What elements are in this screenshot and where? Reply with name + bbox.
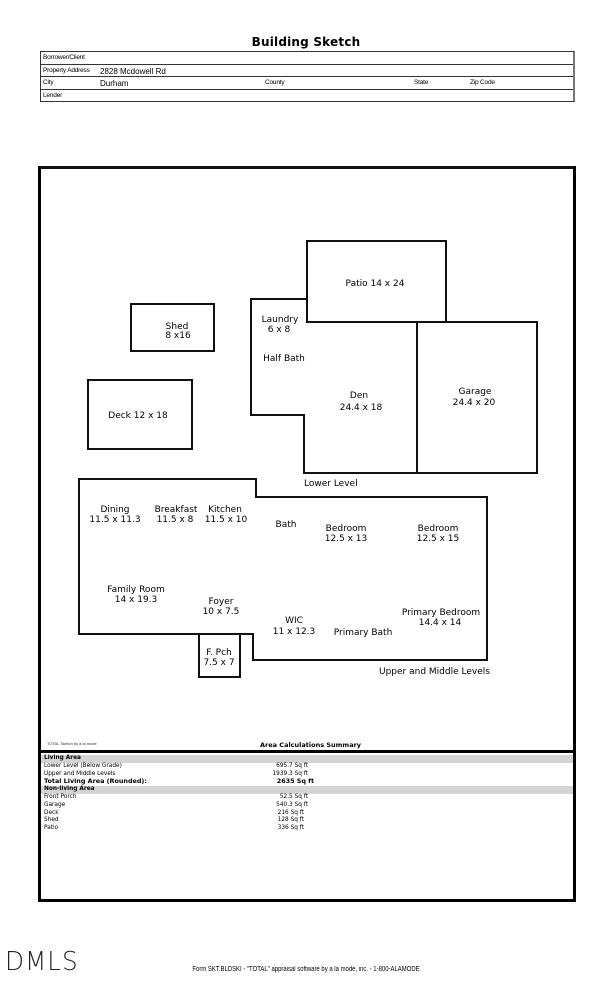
primary-bath-label: Primary Bath: [334, 628, 393, 638]
living-area-header: Living Area: [41, 755, 573, 763]
primary-bedroom-dim: 14.4 x 14: [419, 618, 462, 628]
family-room-name: Family Room: [107, 585, 164, 595]
area-row: Lower Level (Below Grade) 695.7 Sq ft: [44, 762, 308, 769]
page-title: Building Sketch: [251, 35, 361, 49]
sketch-frame: [38, 166, 576, 902]
kitchen-name: Kitchen: [208, 505, 242, 515]
dining-dim: 11.5 x 11.3: [89, 515, 140, 525]
address-row: Property Address 2828 Mcdowell Rd: [41, 65, 573, 77]
dining-name: Dining: [100, 505, 129, 515]
kitchen-dim: 11.5 x 10: [205, 515, 248, 525]
bedroom2-dim: 12.5 x 15: [417, 534, 460, 544]
area-summary-title: Area Calculations Summary: [260, 741, 362, 749]
family-room-dim: 14 x 19.3: [115, 595, 158, 605]
area-row: Shed 128 Sq ft: [44, 817, 304, 824]
borrower-label: Borrower/Client: [43, 54, 85, 61]
city-row: City Durham County State Zip Code: [41, 77, 573, 90]
breakfast-name: Breakfast: [155, 505, 198, 515]
borrower-row: Borrower/Client: [41, 52, 573, 65]
address-label: Property Address: [43, 66, 90, 74]
city-value: Durham: [100, 79, 129, 88]
garage-dim: 24.4 x 20: [453, 398, 496, 408]
foyer-name: Foyer: [209, 597, 234, 607]
area-row: Garage 540.3 Sq ft: [44, 801, 308, 808]
laundry-dim: 6 x 8: [268, 325, 291, 335]
area-divider: [38, 750, 576, 753]
shed-dim: 8 x16: [165, 331, 191, 341]
garage-name: Garage: [459, 387, 492, 397]
bath-label: Bath: [276, 520, 297, 530]
nonliving-area-header: Non-living Area: [41, 786, 573, 794]
bedroom2-name: Bedroom: [418, 524, 459, 534]
area-summary-table: Living Area Lower Level (Below Grade) 69…: [41, 755, 573, 833]
shed-name: Shed: [166, 322, 189, 332]
primary-bedroom-name: Primary Bedroom: [402, 608, 480, 618]
area-row: Patio 336 Sq ft: [44, 825, 304, 832]
dmls-logo: DMLS: [5, 947, 79, 977]
bedroom1-name: Bedroom: [326, 524, 367, 534]
upper-level-shape: [78, 478, 488, 661]
area-row: Front Porch 52.5 Sq ft: [44, 793, 308, 800]
lender-label: Lender: [43, 91, 63, 99]
shed-shape: [130, 303, 215, 352]
area-row: Upper and Middle Levels 1939.3 Sq ft: [44, 770, 308, 777]
deck-label: Deck 12 x 18: [108, 411, 168, 421]
bedroom1-dim: 12.5 x 13: [325, 534, 368, 544]
lender-row: Lender: [41, 90, 573, 102]
porch-name: F. Pch: [206, 648, 232, 658]
garage-shape: [416, 321, 538, 474]
porch-dim: 7.5 x 7: [203, 658, 234, 668]
den-dim: 24.4 x 18: [340, 403, 383, 413]
laundry-name: Laundry: [262, 315, 299, 325]
wic-dim: 11 x 12.3: [273, 627, 316, 637]
state-label: State: [414, 79, 429, 86]
foyer-dim: 10 x 7.5: [203, 607, 240, 617]
sketch-credit: TOTAL Sketch by a la mode: [47, 741, 97, 746]
county-label: County: [265, 79, 285, 86]
address-value: 2828 Mcdowell Rd: [100, 66, 166, 76]
patio-label: Patio 14 x 24: [346, 279, 405, 289]
den-name: Den: [350, 391, 368, 401]
property-info-table: Borrower/Client Property Address 2828 Mc…: [40, 51, 575, 102]
wic-name: WIC: [285, 616, 303, 626]
area-row: Deck 216 Sq ft: [44, 809, 304, 816]
zip-label: Zip Code: [470, 79, 495, 86]
deck-shape: [87, 379, 193, 450]
front-porch-shape: [198, 633, 241, 678]
half-bath-label: Half Bath: [263, 354, 305, 364]
upper-level-label: Upper and Middle Levels: [379, 667, 490, 677]
total-living-row: Total Living Area (Rounded): 2635 Sq ft: [44, 777, 314, 786]
city-label: City: [43, 79, 54, 86]
lower-level-label: Lower Level: [304, 479, 358, 489]
form-footer: Form SKT.BLDSKI - "TOTAL" appraisal soft…: [192, 966, 420, 973]
breakfast-dim: 11.5 x 8: [157, 515, 194, 525]
